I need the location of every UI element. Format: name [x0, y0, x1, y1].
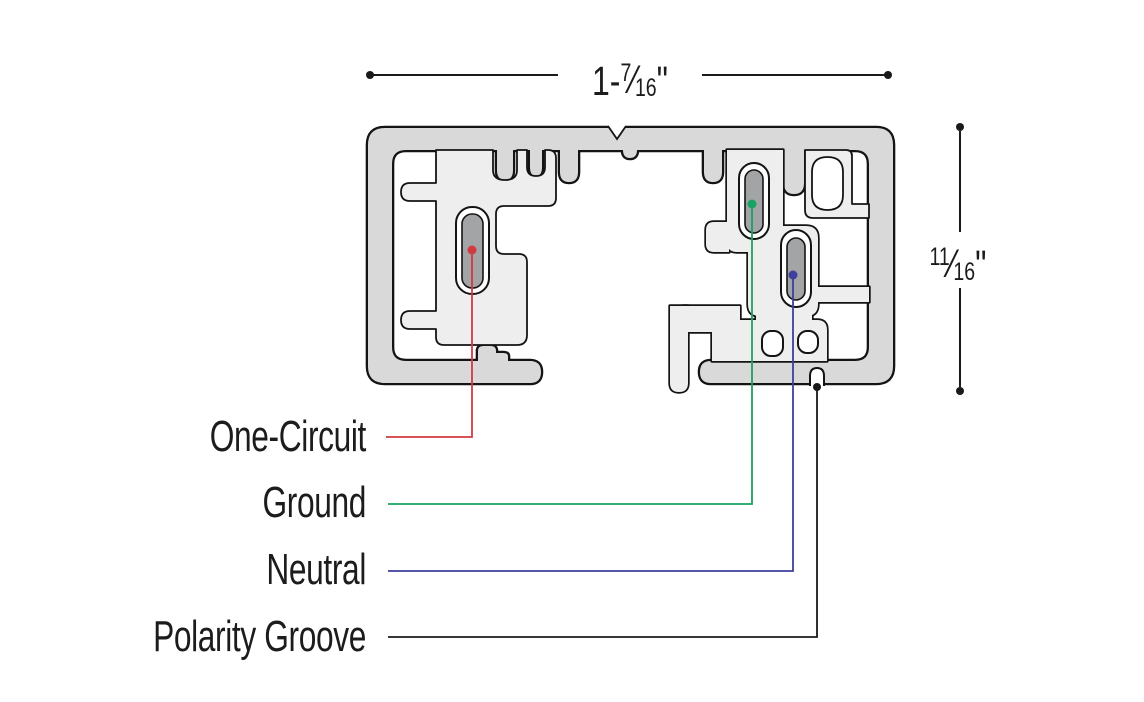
leader-lines — [386, 199, 821, 638]
label-polarity-groove: Polarity Groove — [153, 612, 366, 661]
conductor-neutral — [780, 229, 812, 308]
leader-line-polarity-groove — [388, 390, 818, 638]
label-neutral: Neutral — [266, 545, 366, 594]
width-dim-numerator: 7 — [620, 59, 632, 87]
width-dim-whole: 1- — [591, 58, 621, 104]
foot-slot-left — [761, 330, 784, 357]
height-dimension-label: 11⁄16" — [913, 234, 1003, 288]
width-dim-unit: " — [656, 58, 669, 104]
foot-slot-right — [797, 330, 819, 354]
width-dimension-label: 1-7⁄16" — [569, 50, 691, 104]
width-dimension-line — [366, 71, 892, 79]
label-one-circuit: One-Circuit — [209, 412, 367, 461]
polarity-groove-notch — [809, 366, 825, 386]
top-center-notch — [607, 125, 627, 141]
width-dim-denominator: 16 — [634, 74, 657, 102]
height-dim-unit: " — [975, 242, 987, 288]
height-dim-slash: ⁄ — [949, 242, 955, 286]
right-upper-holder — [804, 149, 870, 219]
leader-dot-one-circuit — [467, 245, 477, 255]
height-dimension-line — [956, 123, 964, 395]
leader-dot-polarity-groove — [813, 383, 821, 391]
height-dim-numerator: 11 — [929, 243, 950, 271]
leader-line-neutral — [388, 277, 794, 572]
width-dim-slash: ⁄ — [631, 58, 636, 102]
leader-dot-neutral — [788, 270, 798, 280]
leader-line-one-circuit — [386, 252, 473, 438]
label-ground: Ground — [262, 478, 366, 527]
leader-dot-ground — [747, 199, 757, 209]
height-dim-denominator: 16 — [953, 258, 976, 286]
leader-line-ground — [388, 206, 753, 505]
